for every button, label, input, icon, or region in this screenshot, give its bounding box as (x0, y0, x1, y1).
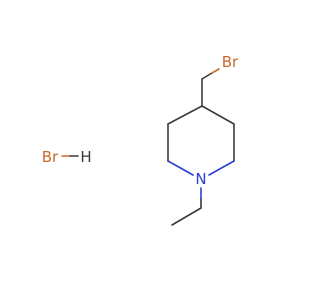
bromomethyl-group (201, 68, 220, 107)
bond-ch2-br-part2 (211, 68, 220, 74)
ethyl-group (171, 187, 202, 226)
bond-c4-c3 (201, 105, 235, 125)
atom-label-nitrogen: N (195, 170, 206, 188)
atom-label-hbr-bromine: Br (42, 148, 59, 166)
atom-label-bromine-substituent: Br (222, 53, 239, 71)
bond-n-c6 (167, 160, 194, 176)
bond-ch2-ch3 (171, 207, 202, 226)
bond-ch2-br-part1 (201, 72, 213, 80)
bond-c5-c4 (167, 105, 203, 125)
chemical-structure: Br N Br H (42, 53, 239, 226)
piperidine-ring (167, 105, 235, 176)
atom-label-hbr-hydrogen: H (80, 148, 91, 166)
bond-c2-n (208, 160, 235, 176)
